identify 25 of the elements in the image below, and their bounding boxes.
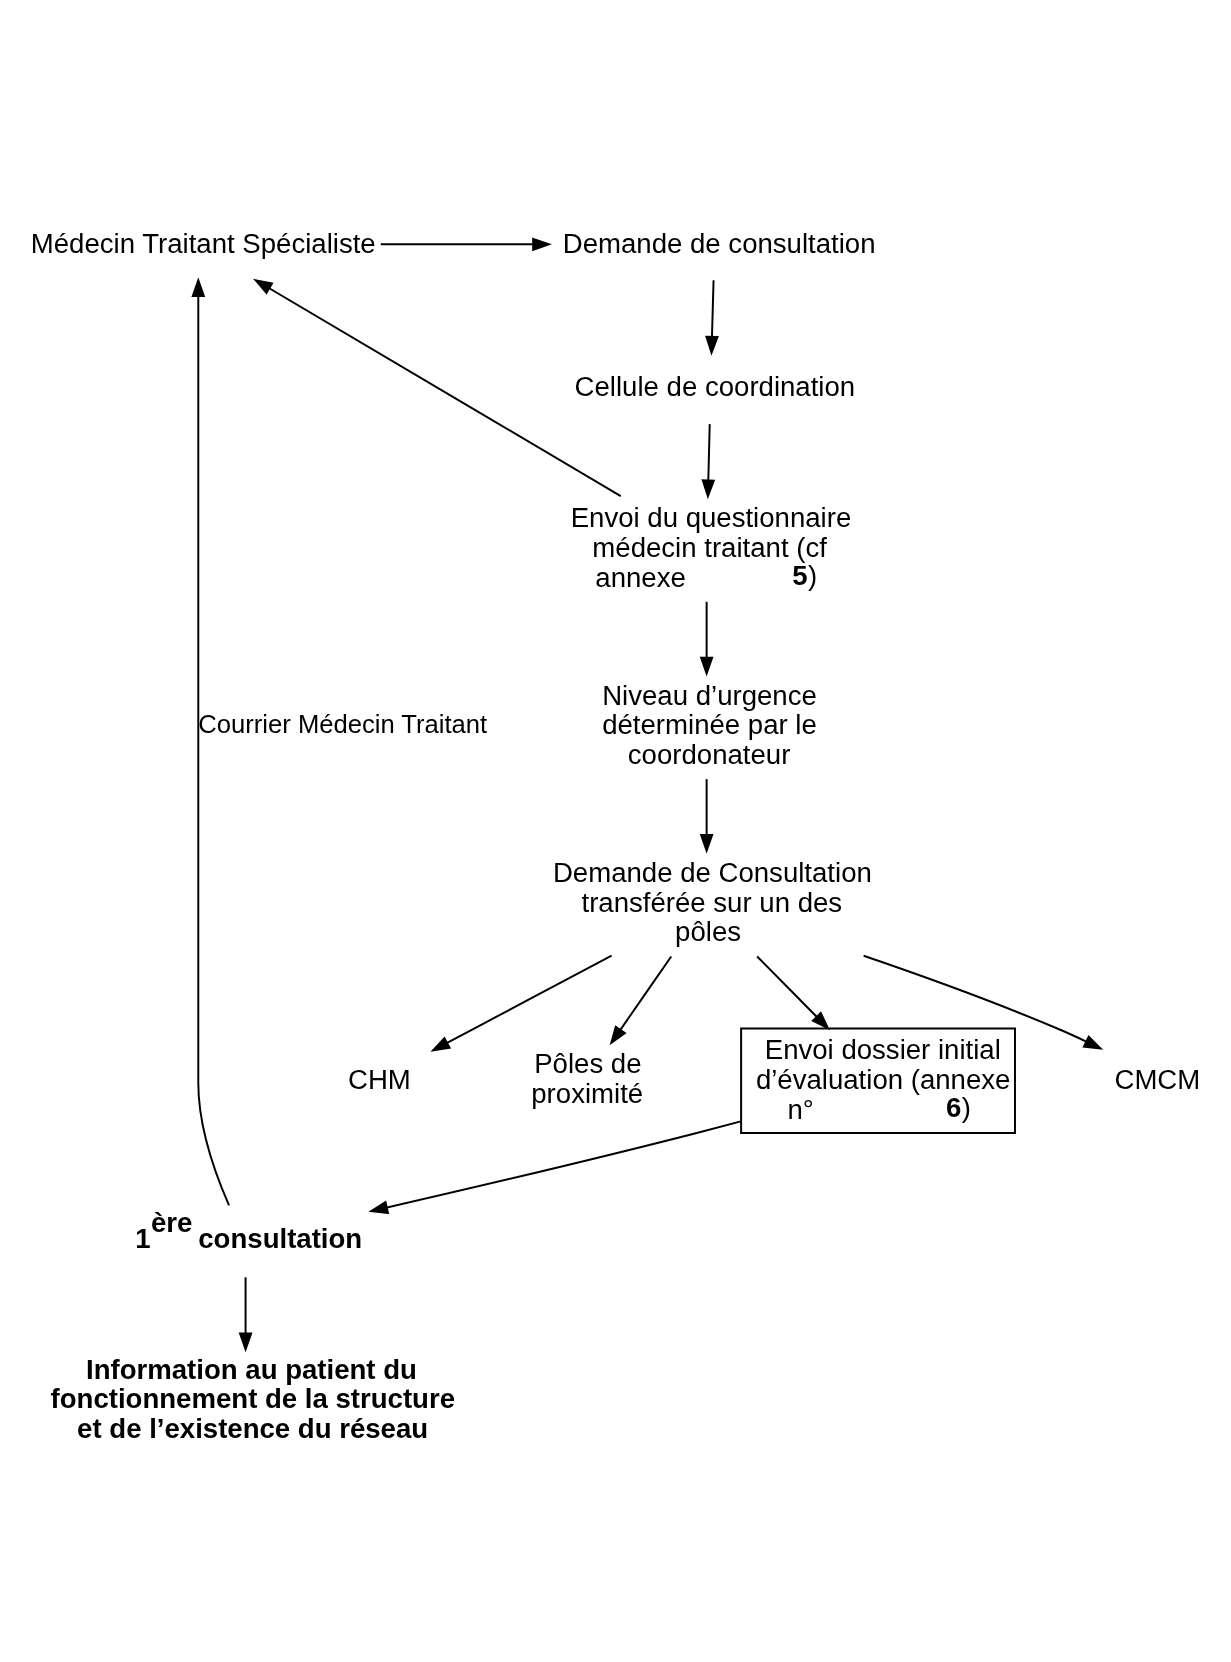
arrow: [756, 955, 830, 1030]
arrow: [379, 236, 552, 251]
arrow: [430, 954, 613, 1052]
node-text: Médecin Traitant Spécialiste: [30, 227, 376, 259]
node-box: Envoi dossier initial d’évaluation (annexe n° 6): [740, 1027, 1016, 1134]
arrow: [191, 276, 231, 1206]
arrow: [701, 422, 716, 499]
node-text: CMCM: [1114, 1063, 1201, 1095]
arrow: [368, 1119, 742, 1214]
node-text: Demande de Consultation transférée sur un des pôles: [552, 856, 872, 947]
arrow: [253, 278, 622, 497]
node-text: Pôles de proximité: [531, 1047, 644, 1109]
arrow: [609, 955, 673, 1045]
arrow: [699, 600, 714, 676]
arrow: [705, 278, 719, 356]
node-text: Envoi du questionnaire médecin traitant (cf annexe 5): [570, 501, 852, 593]
node-text: CHM: [348, 1063, 411, 1095]
arrow: [699, 777, 714, 854]
edge-label: Courrier Médecin Traitant: [198, 709, 488, 738]
arrow: [862, 954, 1104, 1050]
node-text: Cellule de coordination: [574, 370, 856, 402]
arrow: [238, 1275, 253, 1352]
node-text: Information au patient du fonctionnement de la structure et de l’existence du réseau: [50, 1353, 456, 1444]
node-text: Niveau d’urgence déterminée par le coordonateur: [602, 679, 817, 770]
node-text: Demande de consultation: [562, 227, 876, 259]
